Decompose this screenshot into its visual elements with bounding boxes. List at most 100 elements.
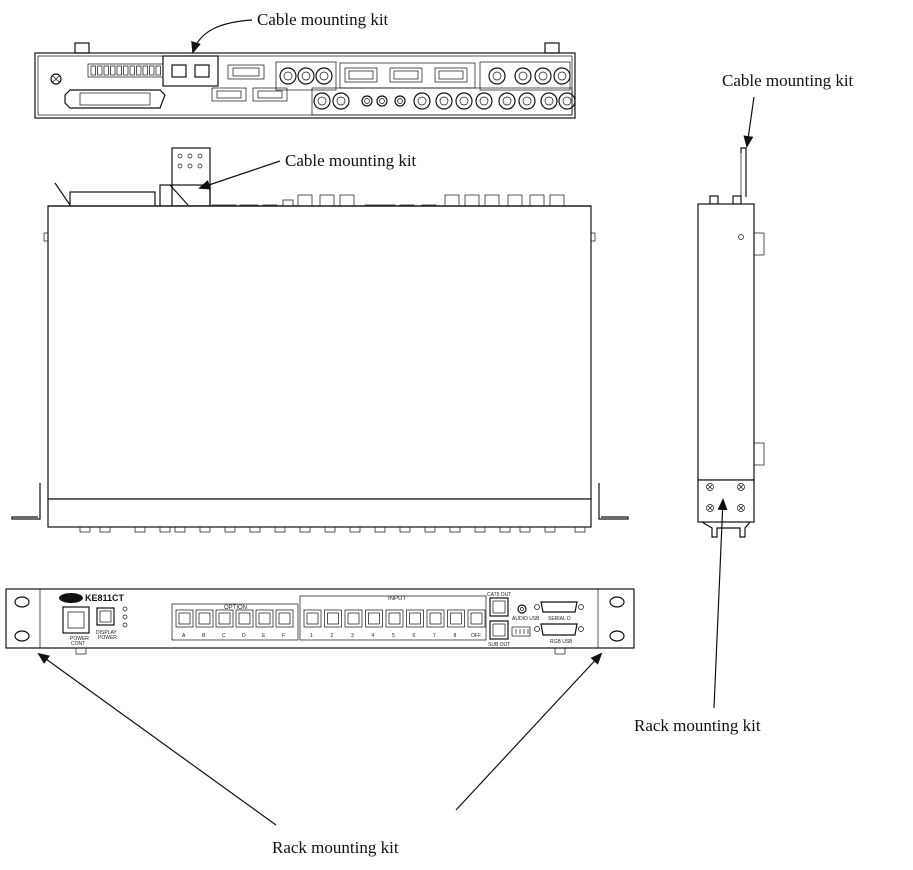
input-key-off[interactable] <box>467 609 486 628</box>
front-button-edge <box>79 526 91 533</box>
sub-out-label: SUB OUT <box>488 642 510 648</box>
option-key-f[interactable] <box>275 609 294 628</box>
bnc-connector <box>376 95 388 107</box>
dip-switch <box>136 65 142 76</box>
input-key-label: 3 <box>351 633 354 639</box>
option-key-label: B <box>202 633 206 639</box>
front-button-edge <box>199 526 211 533</box>
front-button-edge <box>499 526 511 533</box>
front-panel-view: KE811CT POWER CONT DISPLAY POWER OPTION … <box>5 588 635 655</box>
option-key-label: E <box>262 633 266 639</box>
input-key-label: 7 <box>433 633 436 639</box>
input-key-1[interactable] <box>303 609 322 628</box>
bnc-connector <box>394 95 406 107</box>
display-power-label-2: POWER <box>98 635 117 641</box>
serial-port[interactable] <box>540 601 578 613</box>
bnc-connector <box>518 92 536 110</box>
dip-switch <box>110 65 116 76</box>
front-button-edge <box>174 526 186 533</box>
connector-top <box>549 194 565 208</box>
cable-kit-arrow-right <box>743 96 755 148</box>
top-view <box>11 147 629 533</box>
dip-switch <box>142 65 148 76</box>
front-button-edge <box>519 526 531 533</box>
power-button[interactable] <box>62 606 90 634</box>
front-button-edge <box>544 526 556 533</box>
front-button-edge <box>249 526 261 533</box>
input-key-label: 5 <box>392 633 395 639</box>
bnc-connector <box>498 92 516 110</box>
label-cable-kit-right: Cable mounting kit <box>722 71 854 90</box>
serial-label: SERIAL D <box>548 616 571 622</box>
input-key-label: 4 <box>372 633 375 639</box>
connector-top <box>529 194 545 208</box>
rack-kit-arrow-right-bottom <box>455 652 603 811</box>
input-key-label: 2 <box>331 633 334 639</box>
bnc-connector <box>413 92 431 110</box>
input-key-5[interactable] <box>385 609 404 628</box>
model-label: KE811CT <box>85 593 125 603</box>
option-key-a[interactable] <box>175 609 194 628</box>
label-rack-kit-right: Rack mounting kit <box>634 716 761 735</box>
bnc-connector <box>475 92 493 110</box>
option-key-label: C <box>222 633 226 639</box>
front-button-edge <box>349 526 361 533</box>
input-key-6[interactable] <box>406 609 424 628</box>
front-button-edge <box>424 526 436 533</box>
connector-top <box>507 194 523 208</box>
input-key-2[interactable] <box>324 609 342 628</box>
usb-ports[interactable] <box>511 626 531 637</box>
cable-kit-arrow-top <box>191 19 253 54</box>
input-key-label: 6 <box>413 633 416 639</box>
front-button-edge <box>224 526 236 533</box>
option-key-label: F <box>282 633 285 639</box>
rgb-port[interactable] <box>540 623 578 636</box>
input-key-3[interactable] <box>344 609 363 628</box>
dip-switch <box>129 65 135 76</box>
rack-kit-arrow-left <box>37 652 277 826</box>
input-key-4[interactable] <box>365 609 383 628</box>
option-key-d[interactable] <box>235 609 254 628</box>
rack-kit-arrow-right <box>713 498 728 709</box>
bnc-connector <box>313 92 331 110</box>
dip-switch <box>97 65 103 76</box>
cat5-out-label: CAT5 OUT <box>487 592 511 598</box>
input-title: INPUT <box>388 596 406 602</box>
connector-top <box>464 194 480 208</box>
sub-out-port[interactable] <box>489 620 509 640</box>
connector-top <box>484 194 500 208</box>
bnc-connector <box>558 92 576 110</box>
front-button-edge <box>324 526 336 533</box>
brand-logo <box>59 593 83 603</box>
option-key-b[interactable] <box>195 609 214 628</box>
input-key-label: OFF <box>471 633 481 639</box>
power-label-2: CONT <box>71 641 85 647</box>
front-button-edge <box>399 526 411 533</box>
front-button-edge <box>474 526 486 533</box>
input-key-8[interactable] <box>447 609 465 628</box>
front-button-edge <box>374 526 386 533</box>
display-power-label-1: DISPLAY <box>96 630 117 636</box>
audio-jack[interactable] <box>517 604 527 614</box>
input-key-label: 1 <box>310 633 313 639</box>
front-button-edge <box>449 526 461 533</box>
cat5-out-port[interactable] <box>489 597 509 617</box>
option-key-c[interactable] <box>215 609 234 628</box>
dip-switch <box>103 65 109 76</box>
label-rack-kit-bottom: Rack mounting kit <box>272 838 399 857</box>
side-view <box>697 147 765 538</box>
option-key-e[interactable] <box>255 609 274 628</box>
input-key-7[interactable] <box>426 609 445 628</box>
screw <box>737 504 745 512</box>
power-label-1: POWER <box>70 636 89 642</box>
cable-kit-arrow-middle <box>198 160 281 190</box>
front-button-edge <box>274 526 286 533</box>
connector-top <box>319 194 335 208</box>
display-power-button[interactable] <box>96 607 115 626</box>
front-button-edge <box>574 526 586 533</box>
screw <box>706 504 714 512</box>
option-key-label: D <box>242 633 246 639</box>
bnc-connector <box>540 92 558 110</box>
audio-usb-label: AUDIO USB <box>512 616 540 622</box>
